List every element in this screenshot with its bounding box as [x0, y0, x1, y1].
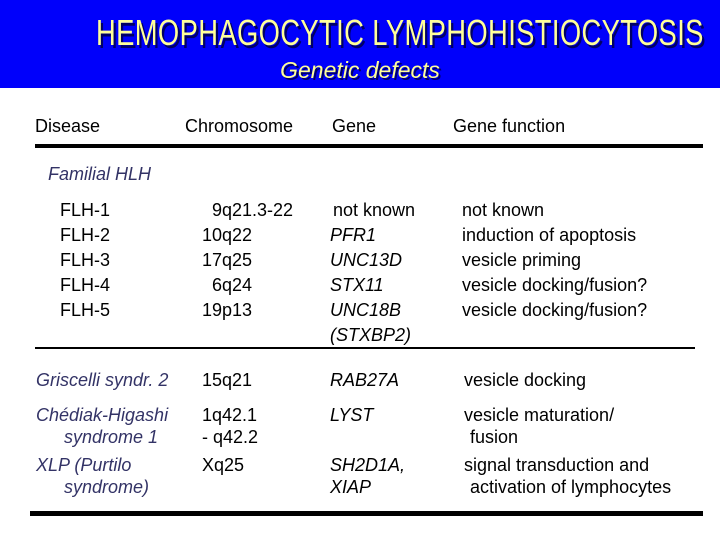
disease-cell: FLH-4	[60, 275, 111, 295]
title-line: HEMOPHAGOCYTIC LYMPHOHISTIOCYTOSIS	[0, 12, 720, 54]
gene-cell: LYST	[330, 405, 374, 425]
section-label-familial-hlh: Familial HLH	[48, 164, 152, 184]
column-header-disease: Disease	[35, 116, 101, 136]
table-header-row: Disease Chromosome Gene Gene function	[0, 114, 720, 140]
chromosome-cell: 19p13	[201, 300, 253, 320]
disease-cell: FLH-1	[60, 200, 111, 220]
column-header-gene: Gene	[332, 116, 377, 136]
slide-subtitle: Genetic defects	[280, 57, 440, 83]
chromosome-cell: Xq25	[202, 455, 245, 475]
disease-cell: FLH-3	[60, 250, 111, 270]
gene-function-cell: signal transduction and activation of ly…	[464, 455, 672, 497]
disease-cell: FLH-2	[60, 225, 111, 245]
gene-cell: SH2D1A, XIAP	[330, 455, 406, 497]
gene-cell: UNC13D	[330, 250, 403, 270]
disease-cell: FLH-5	[60, 300, 111, 320]
gene-function-cell: induction of apoptosis	[462, 225, 637, 245]
table-row: FLH-2 10q22 PFR1 induction of apoptosis	[0, 223, 720, 248]
table-row: FLH-5 19p13 UNC18B (STXBP2) vesicle dock…	[0, 298, 720, 345]
table-row: FLH-4 6q24 STX11 vesicle docking/fusion?	[0, 273, 720, 298]
gene-function-cell: vesicle docking	[464, 370, 587, 390]
bottom-border	[30, 511, 703, 516]
gene-cell: UNC18B (STXBP2)	[330, 300, 412, 345]
chromosome-cell: 17q25	[201, 250, 253, 270]
table-row: FLH-3 17q25 UNC13D vesicle priming	[0, 248, 720, 273]
slide-title: HEMOPHAGOCYTIC LYMPHOHISTIOCYTOSIS	[95, 12, 704, 53]
gene-cell: not known	[333, 200, 416, 220]
disease-cell: XLP (Purtilo syndrome)	[36, 455, 150, 497]
chromosome-cell: 6q24	[211, 275, 253, 295]
table-row: FLH-1 9q21.3-22 not known not known	[0, 198, 720, 223]
gene-function-cell: vesicle docking/fusion?	[462, 275, 648, 295]
column-header-chromosome: Chromosome	[185, 116, 294, 136]
chromosome-cell: 1q42.1 - q42.2	[202, 405, 259, 447]
disease-cell: Griscelli syndr. 2	[36, 370, 169, 390]
chromosome-cell: 15q21	[202, 370, 253, 390]
disease-cell: Chédiak-Higashi syndrome 1	[36, 405, 169, 447]
title-banner: HEMOPHAGOCYTIC LYMPHOHISTIOCYTOSIS Genet…	[0, 0, 720, 88]
gene-function-cell: vesicle priming	[462, 250, 582, 270]
chromosome-cell: 9q21.3-22	[211, 200, 294, 220]
column-header-gene-function: Gene function	[453, 116, 566, 136]
section-divider	[35, 347, 695, 349]
gene-function-cell: vesicle maturation/ fusion	[464, 405, 615, 447]
gene-function-cell: vesicle docking/fusion?	[462, 300, 648, 320]
subtitle-line: Genetic defects	[0, 57, 720, 84]
gene-cell: STX11	[330, 275, 384, 295]
gene-function-cell: not known	[462, 200, 545, 220]
gene-cell: PFR1	[330, 225, 377, 245]
gene-cell: RAB27A	[330, 370, 400, 390]
chromosome-cell: 10q22	[201, 225, 253, 245]
familial-hlh-rows: FLH-1 9q21.3-22 not known not known FLH-…	[0, 198, 720, 345]
header-divider	[35, 144, 703, 148]
